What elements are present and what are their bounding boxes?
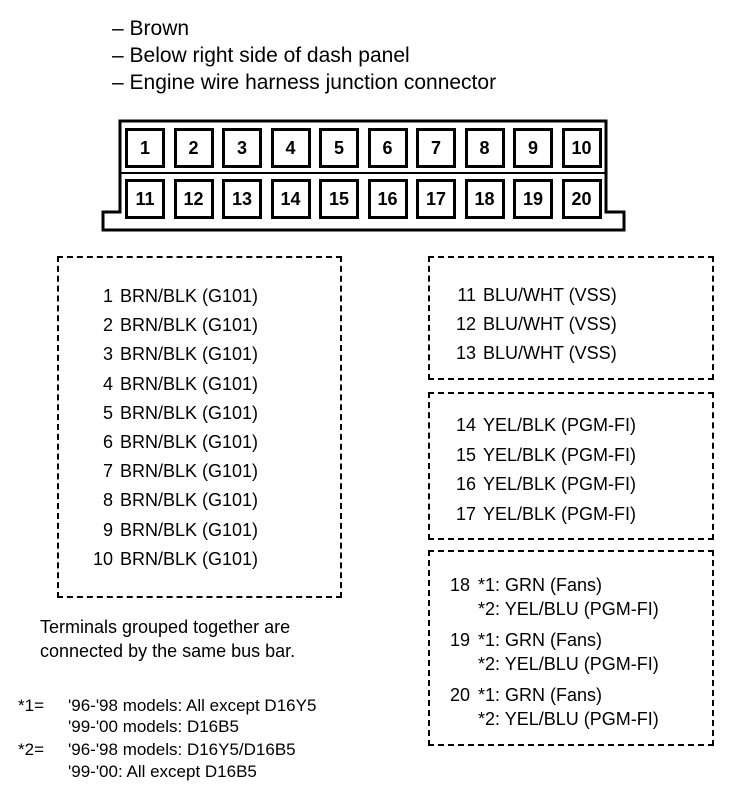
terminal-number: 5 bbox=[102, 402, 113, 423]
connector-terminal: 18 bbox=[464, 179, 505, 219]
terminal-row: 8 BRN/BLK (G101) bbox=[77, 489, 258, 511]
wire-label: YEL/BLK (PGM-FI) bbox=[483, 474, 637, 494]
footnote2-mark: *2= bbox=[18, 740, 44, 759]
connector-terminal: 12 bbox=[173, 179, 214, 219]
connector-terminal: 1 bbox=[125, 128, 165, 168]
terminal-row: 12 BLU/WHT (VSS) bbox=[448, 313, 617, 335]
connector-description-line: – Engine wire harness junction connector bbox=[112, 71, 497, 94]
terminal-row: 1 BRN/BLK (G101) bbox=[77, 285, 258, 307]
connector-terminal: 17 bbox=[416, 179, 456, 219]
terminal-number: 6 bbox=[102, 432, 113, 452]
terminal-row: 10 BRN/BLK (G101) bbox=[77, 548, 258, 570]
wire-label: BRN/BLK (G101) bbox=[120, 519, 259, 540]
terminal-number: 16 bbox=[455, 474, 476, 494]
connector-terminal: 6 bbox=[367, 128, 408, 168]
wire-label-option1: *1: GRN (Fans) bbox=[478, 575, 603, 595]
footnote1-mark: *1= bbox=[18, 696, 44, 715]
footnote2-line2: '99-'00: All except D16B5 bbox=[68, 762, 257, 781]
wire-label: BRN/BLK (G101) bbox=[120, 315, 259, 336]
connector-terminal: 15 bbox=[319, 179, 359, 219]
wire-label-option2: *2: YEL/BLU (PGM-FI) bbox=[478, 709, 659, 729]
terminal-row: 14 YEL/BLK (PGM-FI) bbox=[448, 414, 636, 436]
terminal-row: 20 *1: GRN (Fans) bbox=[442, 684, 602, 706]
terminal-row: 3 BRN/BLK (G101) bbox=[77, 343, 258, 365]
wire-label-option1: *1: GRN (Fans) bbox=[478, 685, 603, 705]
wire-label: BRN/BLK (G101) bbox=[120, 432, 259, 452]
terminal-number: 11 bbox=[457, 285, 476, 305]
wire-label: BLU/WHT (VSS) bbox=[483, 285, 617, 305]
terminal-row: 13 BLU/WHT (VSS) bbox=[448, 342, 617, 364]
terminal-row: 7 BRN/BLK (G101) bbox=[77, 460, 258, 482]
wire-label-option1: *1: GRN (Fans) bbox=[478, 630, 603, 650]
terminal-number: 1 bbox=[102, 286, 113, 306]
terminal-row: 9 BRN/BLK (G101) bbox=[77, 519, 258, 541]
connector-terminal: 3 bbox=[222, 128, 262, 168]
connector-terminal: 16 bbox=[367, 179, 408, 219]
connector-terminal: 4 bbox=[270, 128, 311, 168]
connector-terminal: 11 bbox=[125, 179, 165, 219]
terminal-number: 7 bbox=[102, 461, 113, 482]
terminal-row: 4 BRN/BLK (G101) bbox=[77, 373, 258, 395]
fans-terminals-group: 18 *1: GRN (Fans) *2: YEL/BLU (PGM-FI) 19 *1… bbox=[428, 550, 714, 746]
terminal-number: 12 bbox=[455, 314, 476, 334]
wire-label: BRN/BLK (G101) bbox=[120, 548, 259, 569]
terminal-number: 2 bbox=[102, 315, 113, 336]
footnote1-line2: '99-'00 models: D16B5 bbox=[68, 717, 239, 736]
wire-label-option2: *2: YEL/BLU (PGM-FI) bbox=[478, 599, 659, 619]
terminal-row: 17 YEL/BLK (PGM-FI) bbox=[448, 503, 636, 525]
wire-label: BRN/BLK (G101) bbox=[120, 344, 259, 365]
wire-label: BRN/BLK (G101) bbox=[120, 286, 259, 306]
wire-label: BLU/WHT (VSS) bbox=[483, 343, 617, 363]
connector-terminal: 10 bbox=[561, 128, 602, 168]
terminal-row: 2 BRN/BLK (G101) bbox=[77, 314, 258, 336]
terminal-row: 15 YEL/BLK (PGM-FI) bbox=[448, 444, 636, 466]
terminal-number: 18 bbox=[449, 575, 470, 595]
footnote1-line1: '96-'98 models: All except D16Y5 bbox=[68, 696, 317, 715]
terminal-number: 8 bbox=[102, 490, 113, 511]
wire-label: BRN/BLK (G101) bbox=[120, 373, 259, 394]
terminal-number: 15 bbox=[455, 444, 476, 465]
connector-color-line: – Brown bbox=[112, 17, 190, 40]
connector-terminal: 8 bbox=[464, 128, 505, 168]
terminal-number: 13 bbox=[455, 343, 476, 363]
footnote2-line1: '96-'98 models: D16Y5/D16B5 bbox=[68, 740, 296, 759]
wire-label: YEL/BLK (PGM-FI) bbox=[483, 415, 637, 435]
terminal-number: 3 bbox=[102, 344, 113, 365]
wire-label: BRN/BLK (G101) bbox=[120, 461, 259, 482]
wire-label: BLU/WHT (VSS) bbox=[483, 314, 617, 334]
terminal-row: 18 *1: GRN (Fans) bbox=[442, 574, 602, 596]
terminal-row: 11 BLU/WHT (VSS) bbox=[448, 284, 617, 306]
wire-label: YEL/BLK (PGM-FI) bbox=[483, 444, 637, 465]
wire-label: YEL/BLK (PGM-FI) bbox=[483, 503, 637, 524]
wire-label-option2: *2: YEL/BLU (PGM-FI) bbox=[478, 654, 659, 674]
wire-label: BRN/BLK (G101) bbox=[120, 402, 259, 423]
terminal-number: 4 bbox=[102, 373, 113, 394]
connector-terminal: 7 bbox=[416, 128, 456, 168]
terminal-number: 14 bbox=[455, 415, 476, 435]
wire-label: BRN/BLK (G101) bbox=[120, 490, 259, 511]
connector-location-line: – Below right side of dash panel bbox=[112, 44, 410, 67]
terminal-number: 20 bbox=[449, 685, 470, 705]
terminal-number: 9 bbox=[102, 519, 113, 540]
terminal-row: 16 YEL/BLK (PGM-FI) bbox=[448, 473, 636, 495]
connector-terminal: 13 bbox=[222, 179, 262, 219]
connector-terminal: 20 bbox=[561, 179, 602, 219]
connector-terminal: 19 bbox=[513, 179, 553, 219]
terminal-row: 5 BRN/BLK (G101) bbox=[77, 402, 258, 424]
connector-terminal: 5 bbox=[319, 128, 359, 168]
terminal-number: 10 bbox=[92, 548, 113, 569]
terminal-number: 19 bbox=[449, 630, 470, 650]
terminal-row: 6 BRN/BLK (G101) bbox=[77, 431, 258, 453]
connector-terminal: 2 bbox=[173, 128, 214, 168]
terminal-number: 17 bbox=[455, 503, 476, 524]
connector-terminal: 14 bbox=[270, 179, 311, 219]
connector-terminal: 9 bbox=[513, 128, 553, 168]
bus-note-line1: Terminals grouped together are bbox=[40, 617, 291, 637]
terminal-row: 19 *1: GRN (Fans) bbox=[442, 629, 602, 651]
bus-note-line2: connected by the same bus bar. bbox=[40, 641, 296, 661]
